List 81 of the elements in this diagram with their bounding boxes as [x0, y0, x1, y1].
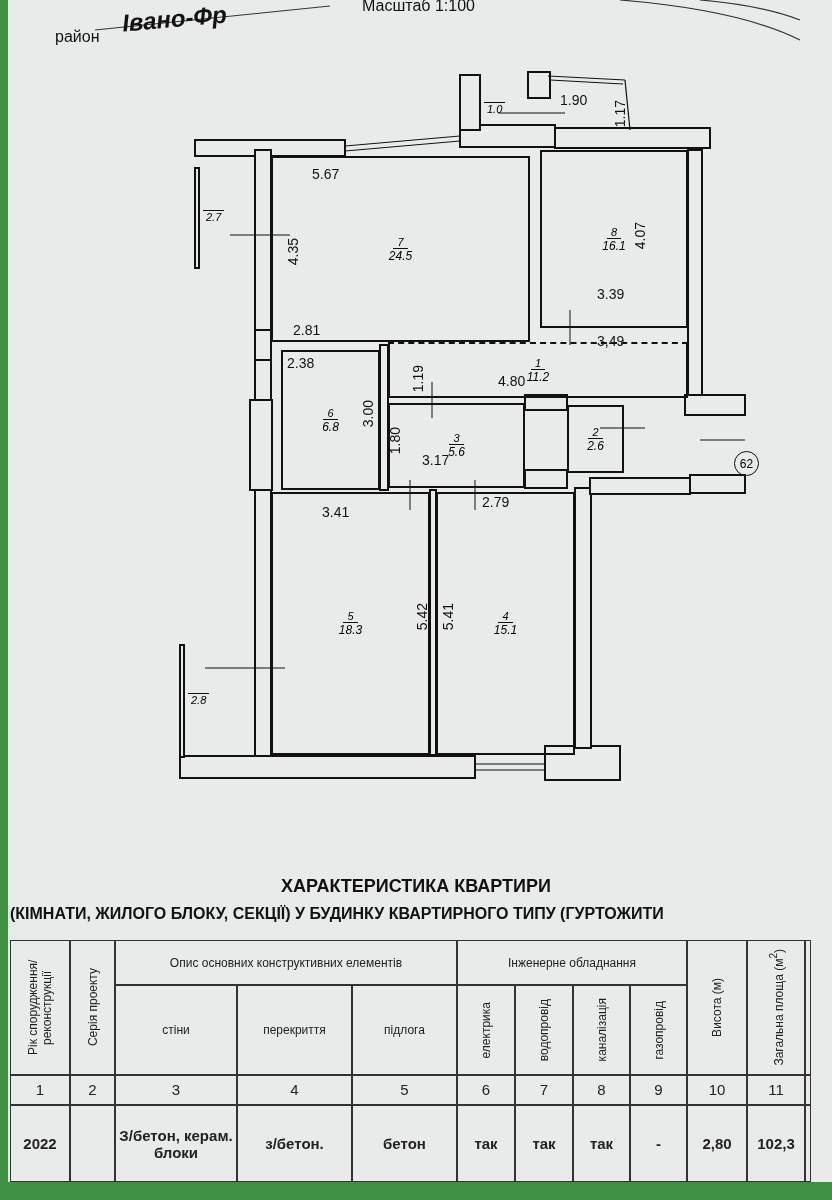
- table-cell: 102,3: [747, 1105, 805, 1182]
- dimension-label: 4.07: [632, 222, 648, 250]
- table-cell: Опис основних конструктивних елементів: [115, 940, 457, 985]
- table-cell: 11: [747, 1075, 805, 1105]
- table-cell: каналізація: [573, 985, 630, 1075]
- field-label: район: [55, 28, 100, 46]
- balcony-area-label: 1.0: [484, 102, 506, 115]
- dimension-label: 4.80: [498, 373, 526, 389]
- table-cell: газопровід: [630, 985, 687, 1075]
- dimension-label: 4.35: [285, 238, 301, 266]
- dimension-label: 1.90: [560, 92, 588, 108]
- dimension-label: 1.17: [612, 100, 628, 128]
- room-number: 1: [530, 356, 546, 370]
- room-number: 8: [606, 225, 622, 239]
- room-outline: [388, 403, 525, 488]
- dimension-label: 5.41: [440, 603, 456, 631]
- district-value: Івано-Фр: [121, 0, 228, 38]
- table-cell: 1: [10, 1075, 70, 1105]
- room-number: 3: [449, 432, 464, 445]
- table-cell: 7: [515, 1075, 573, 1105]
- room-number: 6: [323, 406, 338, 420]
- room-area: 2.6: [587, 438, 604, 453]
- room-area: 15.1: [493, 623, 518, 637]
- room-number: 2: [588, 425, 603, 439]
- balcony-area-label: 2.7: [203, 210, 225, 223]
- table-cell: так: [515, 1105, 573, 1182]
- table-cell: так: [573, 1105, 630, 1182]
- table-cell: Висота (м): [687, 940, 747, 1075]
- dimension-label: 1.80: [387, 427, 403, 455]
- table-cell: 2: [70, 1075, 115, 1105]
- dimension-label: 1.19: [410, 365, 426, 393]
- room-area: 16.1: [602, 238, 626, 253]
- table-cell: 2,80: [687, 1105, 747, 1182]
- room-outline: [540, 150, 688, 328]
- table-cell: 8: [573, 1075, 630, 1105]
- dimension-label: 2.81: [293, 322, 321, 338]
- dimension-label: 3.00: [360, 400, 376, 428]
- table-cell: 6: [457, 1075, 515, 1105]
- table-cell: стіни: [115, 985, 237, 1075]
- table-cell: бетон: [352, 1105, 457, 1182]
- room-number: 7: [393, 235, 408, 249]
- dimension-label: 3.41: [322, 504, 350, 520]
- table-cell: так: [457, 1105, 515, 1182]
- table-cell: З/бетон, керам. блоки: [115, 1105, 237, 1182]
- room-area: 6.8: [322, 419, 339, 434]
- table-cell: водопровід: [515, 985, 573, 1075]
- room-area: 5.6: [448, 445, 465, 459]
- table-subtitle: (КІМНАТИ, ЖИЛОГО БЛОКУ, СЕКЦІЇ) У БУДИНКУ КВАРТИРНОГО ТИПУ (ГУРТОЖИТИ: [10, 905, 664, 923]
- table-cell: 2022: [10, 1105, 70, 1182]
- table-cell: 4: [237, 1075, 352, 1105]
- table-title: ХАРАКТЕРИСТИКА КВАРТИРИ: [280, 876, 552, 897]
- table-cell: Рік спорудження/ реконструкції: [10, 940, 70, 1075]
- room-outline: [281, 350, 380, 490]
- room-number: 4: [498, 610, 513, 623]
- table-cell: 5: [352, 1075, 457, 1105]
- room-area: 18.3: [338, 623, 363, 637]
- table-cell: 10: [687, 1075, 747, 1105]
- table-cell: перекриття: [237, 985, 352, 1075]
- table-cell: 9: [630, 1075, 687, 1105]
- room-area: 24.5: [388, 248, 413, 263]
- table-cell: електрика: [457, 985, 515, 1075]
- room-outline: [271, 156, 530, 342]
- balcony-area-label: 2.8: [188, 692, 210, 706]
- dimension-label: 3.17: [422, 452, 450, 468]
- room-outline: [271, 492, 430, 755]
- dimension-label: 5.42: [414, 603, 430, 631]
- dimension-label: 3.39: [597, 286, 625, 302]
- room-number: 5: [343, 610, 358, 623]
- table-cell: Серія проекту: [70, 940, 115, 1075]
- scale-label: Масштаб 1:100: [362, 0, 475, 15]
- table-cell: 3: [115, 1075, 237, 1105]
- table-cell: Інженерне обладнання: [457, 940, 687, 985]
- dimension-label: 2.79: [482, 494, 510, 510]
- table-cell: підлога: [352, 985, 457, 1075]
- table-cell: з/бетон.: [237, 1105, 352, 1182]
- room-outline: [567, 405, 624, 473]
- dimension-label: 5.67: [312, 166, 340, 182]
- room-outline: [436, 492, 575, 755]
- dimension-label: 2.38: [287, 355, 315, 371]
- table-cell: -: [630, 1105, 687, 1182]
- room-area: 11.2: [526, 369, 550, 384]
